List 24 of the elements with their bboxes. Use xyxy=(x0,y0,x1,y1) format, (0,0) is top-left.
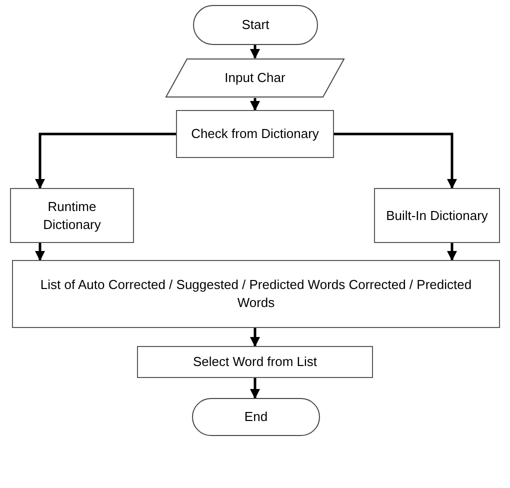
process-box xyxy=(12,260,500,328)
end-terminal xyxy=(192,398,320,436)
node-label: Input Char xyxy=(224,69,286,87)
process-box xyxy=(10,188,134,243)
arrow xyxy=(250,45,260,59)
arrow xyxy=(250,328,260,347)
node-label: Check from Dictionary xyxy=(191,125,319,143)
arrow xyxy=(35,243,45,261)
process-box xyxy=(374,188,500,243)
process-box xyxy=(137,346,373,378)
arrow xyxy=(250,378,260,399)
input-parallelogram xyxy=(165,58,345,98)
node-label: Start xyxy=(242,16,270,34)
node-label: End xyxy=(244,408,268,426)
arrow xyxy=(35,132,176,189)
node-label: List of Auto Corrected / Suggested / Predicted Words Corrected / Predicted Words xyxy=(39,276,473,312)
arrow xyxy=(250,98,260,111)
node-label: Runtime Dictionary xyxy=(42,198,102,234)
arrow xyxy=(334,132,457,189)
node-label: Select Word from List xyxy=(192,353,318,371)
node-label: Built-In Dictionary xyxy=(386,206,488,224)
arrow xyxy=(447,243,457,261)
start-terminal xyxy=(193,5,318,45)
process-box xyxy=(176,110,334,158)
